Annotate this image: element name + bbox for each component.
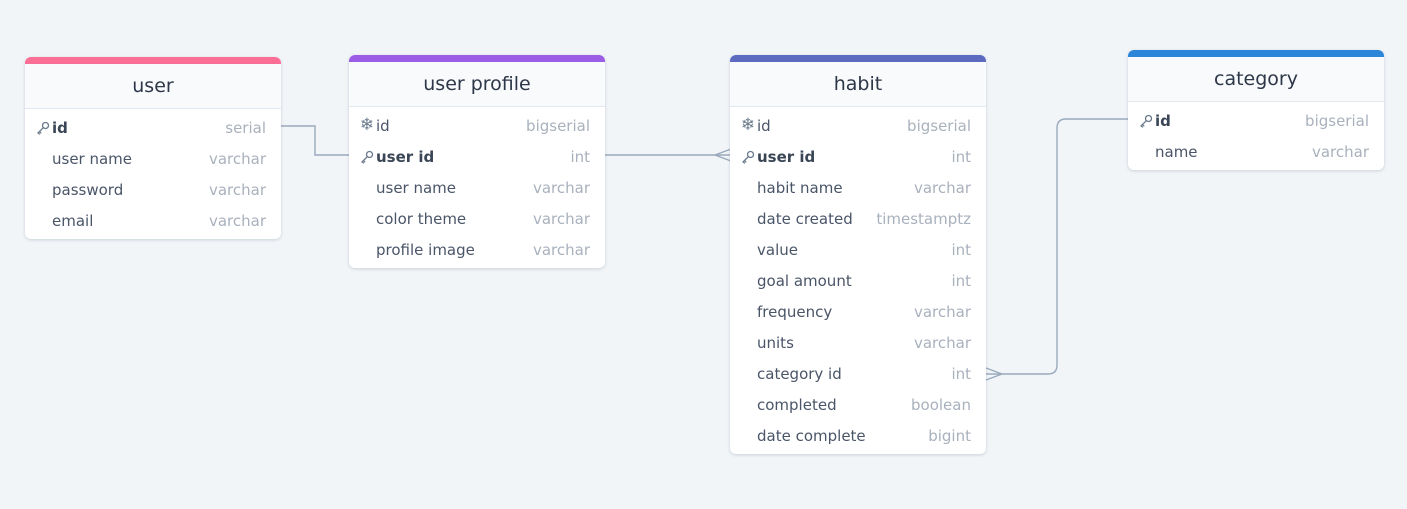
field-name: completed [757,395,837,414]
field-type: bigserial [526,116,590,135]
table-row[interactable]: units varchar [730,327,986,358]
field-type: boolean [911,395,971,414]
table-title[interactable]: user [25,64,281,109]
table-row[interactable]: completed boolean [730,389,986,420]
table-row[interactable]: ❄id bigserial [349,110,605,141]
field-name: goal amount [757,271,852,290]
table-row[interactable]: email varchar [25,205,281,236]
table-title[interactable]: habit [730,62,986,107]
field-name: email [52,211,94,230]
field-name: password [52,180,124,199]
table-rows: id bigserial name varchar [1128,102,1384,170]
field-name: date complete [757,426,866,445]
table-row[interactable]: ❄id bigserial [730,110,986,141]
field-type: varchar [913,178,971,197]
table-row[interactable]: user id int [730,141,986,172]
field-type: int [570,147,590,166]
table-title[interactable]: category [1128,57,1384,102]
table-row[interactable]: date complete bigint [730,420,986,451]
field-type: serial [225,118,266,137]
field-type: varchar [532,209,590,228]
table-row[interactable]: name varchar [1128,136,1384,167]
table-color-bar [25,57,281,64]
table-user[interactable]: user id serial user name varchar password var… [25,57,281,239]
field-type: bigint [928,426,971,445]
field-name: user name [52,149,133,168]
table-row[interactable]: color theme varchar [349,203,605,234]
crowfoot-habit-user-id [713,148,732,162]
field-name: date created [757,209,853,228]
key-icon [1138,113,1154,129]
field-name: id [1155,111,1171,130]
field-name: id [376,116,390,135]
table-row[interactable]: value int [730,234,986,265]
table-color-bar [730,55,986,62]
field-type: bigserial [907,116,971,135]
field-type: bigserial [1305,111,1369,130]
field-type: varchar [532,178,590,197]
table-row[interactable]: goal amount int [730,265,986,296]
table-row[interactable]: profile image varchar [349,234,605,265]
relation-user-to-user-profile[interactable] [281,125,350,156]
field-type: int [951,364,971,383]
field-type: int [951,240,971,259]
table-color-bar [349,55,605,62]
table-row[interactable]: frequency varchar [730,296,986,327]
field-name: user name [376,178,457,197]
table-row[interactable]: id serial [25,112,281,143]
field-type: varchar [208,180,266,199]
field-name: category id [757,364,842,383]
field-type: varchar [208,149,266,168]
table-row[interactable]: user name varchar [349,172,605,203]
key-icon [35,120,51,136]
field-type: int [951,271,971,290]
field-name: name [1155,142,1198,161]
field-type: varchar [208,211,266,230]
table-row[interactable]: category id int [730,358,986,389]
table-row[interactable]: habit name varchar [730,172,986,203]
table-row[interactable]: password varchar [25,174,281,205]
table-title[interactable]: user profile [349,62,605,107]
field-name: user id [757,147,816,166]
field-type: varchar [532,240,590,259]
field-name: id [52,118,68,137]
field-name: profile image [376,240,475,259]
field-type: int [951,147,971,166]
key-icon [740,149,756,165]
field-name: value [757,240,798,259]
field-name: habit name [757,178,843,197]
crowfoot-habit-category-id [985,367,1004,381]
table-row[interactable]: date created timestamptz [730,203,986,234]
snowflake-icon: ❄ [740,115,756,135]
field-type: timestamptz [876,209,971,228]
table-category[interactable]: category id bigserial name varchar [1128,50,1384,170]
table-row[interactable]: id bigserial [1128,105,1384,136]
table-rows: ❄id bigserial user id int habit name varchar d… [730,107,986,454]
field-name: user id [376,147,435,166]
field-name: id [757,116,771,135]
field-name: frequency [757,302,833,321]
field-name: units [757,333,794,352]
field-name: color theme [376,209,467,228]
key-icon [359,149,375,165]
table-row[interactable]: user id int [349,141,605,172]
table-row[interactable]: user name varchar [25,143,281,174]
field-type: varchar [1311,142,1369,161]
field-type: varchar [913,333,971,352]
field-type: varchar [913,302,971,321]
relation-category-to-habit[interactable] [986,118,1128,375]
snowflake-icon: ❄ [359,115,375,135]
table-habit[interactable]: habit ❄id bigserial user id int habit name va… [730,55,986,454]
table-color-bar [1128,50,1384,57]
